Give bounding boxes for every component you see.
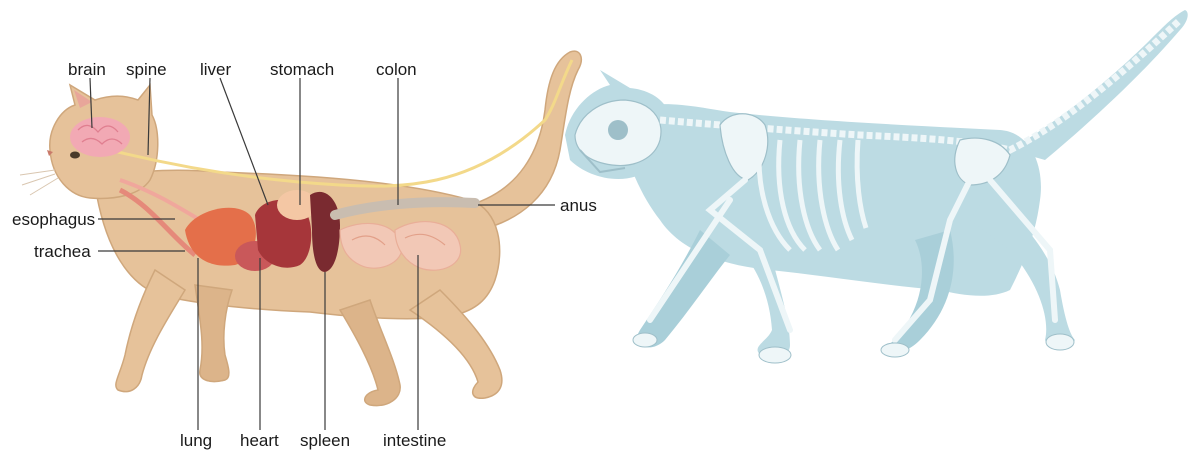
- label-heart: heart: [240, 431, 279, 450]
- cat-front-leg: [116, 270, 185, 392]
- label-anus: anus: [560, 196, 597, 215]
- label-spine: spine: [126, 60, 167, 79]
- spine-cord: [110, 60, 572, 186]
- label-esophagus: esophagus: [12, 210, 95, 229]
- cat-hind-leg: [410, 290, 502, 398]
- brain-organ: [70, 117, 130, 157]
- cat-eye: [70, 152, 80, 159]
- cat-organ-illustration: [20, 51, 581, 405]
- label-stomach: stomach: [270, 60, 334, 79]
- label-trachea: trachea: [34, 242, 91, 261]
- label-intestine: intestine: [383, 431, 446, 450]
- cat-skeleton-xray: [565, 10, 1188, 363]
- label-colon: colon: [376, 60, 417, 79]
- xray-front-leg: [637, 230, 730, 347]
- label-spleen: spleen: [300, 431, 350, 450]
- label-liver: liver: [200, 60, 232, 79]
- xray-paws: [633, 333, 1074, 363]
- label-lung: lung: [180, 431, 212, 450]
- cat-whiskers: [20, 170, 58, 195]
- label-brain: brain: [68, 60, 106, 79]
- cat-front-leg-2: [195, 285, 232, 382]
